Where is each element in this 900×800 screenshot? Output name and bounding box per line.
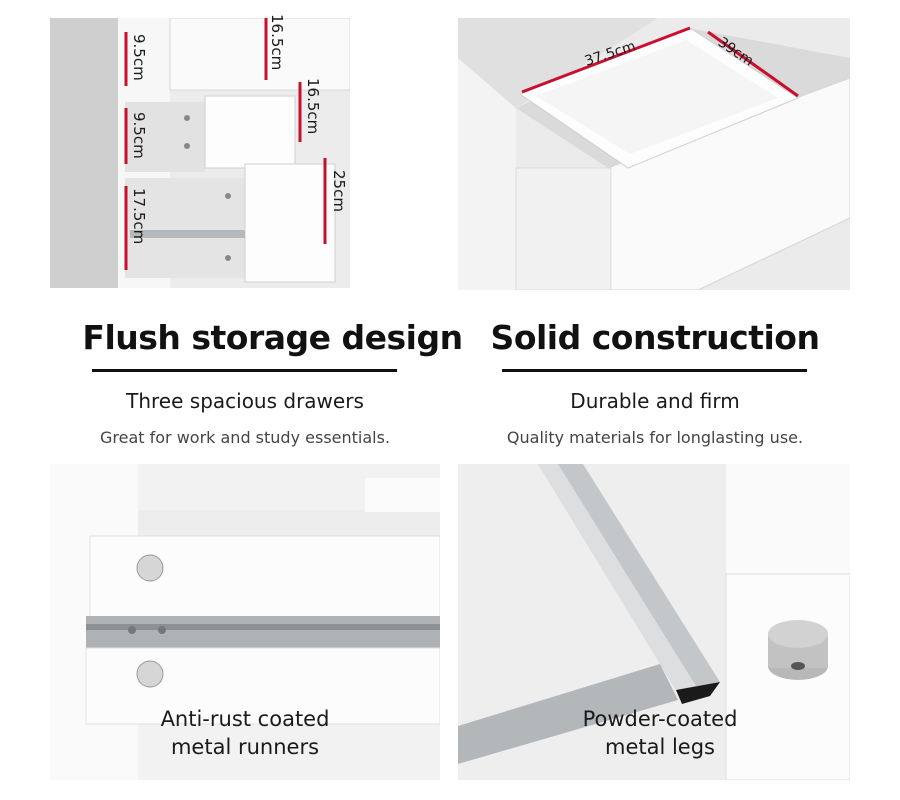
feature-description: Quality materials for longlasting use. <box>506 428 804 447</box>
caption-line: Anti-rust coated <box>160 707 330 731</box>
legs-caption: Powder-coated metal legs <box>530 705 790 761</box>
metal-legs-photo <box>458 464 850 780</box>
dimension-label: 9.5cm <box>130 34 148 81</box>
heading-underline <box>502 369 807 372</box>
caption-line: Powder-coated <box>582 707 738 731</box>
metal-runner-photo <box>50 464 440 780</box>
caption-line: metal legs <box>604 735 715 759</box>
dimension-label: 16.5cm <box>304 78 322 135</box>
feature-heading-solid-construction: Solid construction <box>490 318 820 357</box>
feature-subheading: Three spacious drawers <box>126 389 364 413</box>
dimension-label: 16.5cm <box>268 14 286 71</box>
open-drawer-photo <box>458 18 850 290</box>
caption-line: metal runners <box>170 735 320 759</box>
feature-subheading: Durable and firm <box>570 389 740 413</box>
feature-description: Great for work and study essentials. <box>99 428 391 447</box>
dimension-label: 9.5cm <box>130 112 148 159</box>
runner-caption: Anti-rust coated metal runners <box>100 705 390 761</box>
dimension-label: 17.5cm <box>130 188 148 245</box>
drawer-dimensions-photo <box>50 18 350 288</box>
dimension-label: 25cm <box>330 170 348 212</box>
feature-heading-flush-storage: Flush storage design <box>82 318 463 357</box>
heading-underline <box>92 369 397 372</box>
